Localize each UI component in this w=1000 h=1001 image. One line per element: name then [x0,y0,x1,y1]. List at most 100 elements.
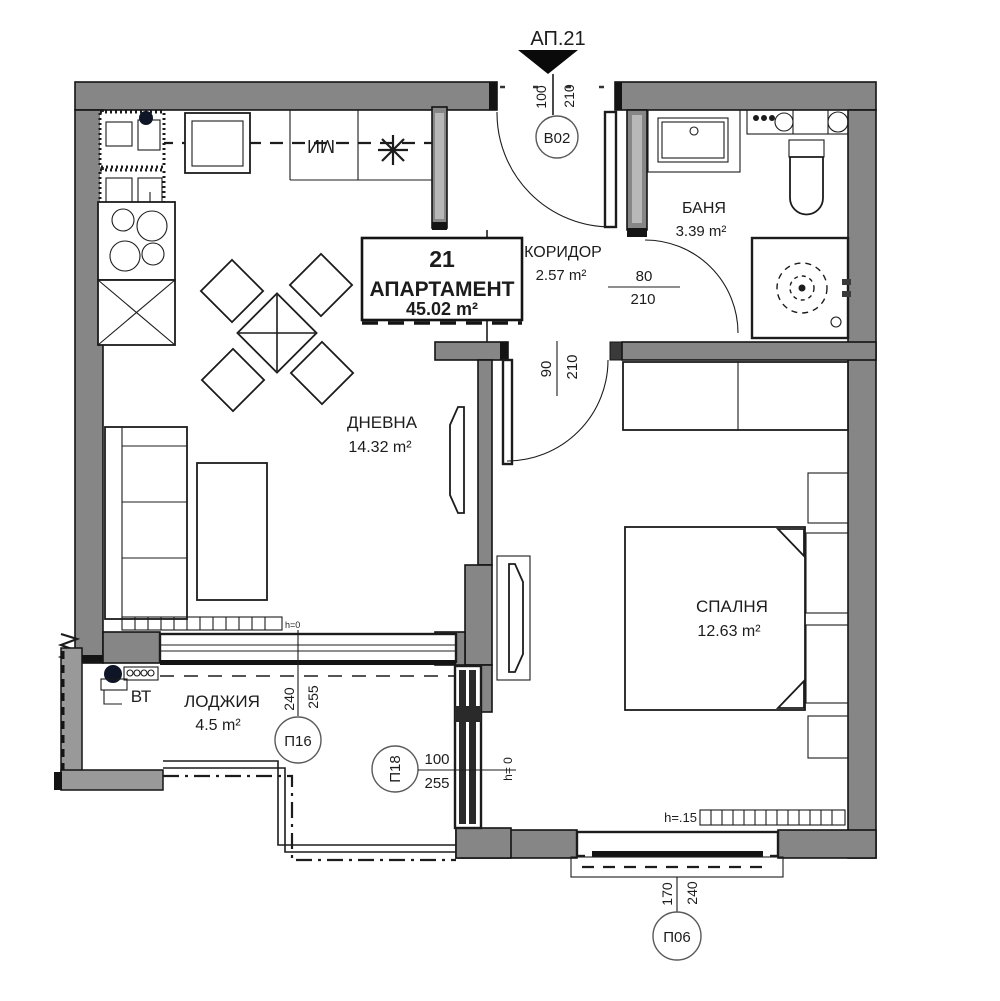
door-hinge-block [609,341,623,361]
bed-door-width: 90 [538,361,555,378]
apartment-pointer-label: АП.21 [530,28,585,50]
bathroom-fixtures [647,109,851,340]
p18-marker: П18 100 255 h= 0 [371,745,516,793]
radiator-bedroom: h=.15 [664,809,846,826]
sink-bowl [105,121,133,147]
burner-icon [136,210,168,242]
balcony-door-p18 [453,664,483,830]
kitchen-appliance-inner [191,120,244,167]
vent-label: ВТ [131,687,152,706]
dining-set [199,252,355,413]
cabinet-cross [97,279,176,346]
washer-drum-icon [827,111,849,133]
vanity-counter [647,109,741,173]
room-labels: КОРИДОР 2.57 m² БАНЯ 3.39 m² ДНЕВНА 14.3… [184,200,768,734]
vent-pipe-icon [104,665,122,683]
wall-cap [500,342,508,360]
chair [289,340,355,406]
shower-drain-icon [776,262,828,314]
room-name-bathroom: БАНЯ [682,200,726,217]
apartment-number: 21 [429,246,455,272]
kitchen: МИ [97,110,432,346]
room-area-corridor: 2.57 m² [536,267,587,284]
pillow [775,528,805,559]
cabinet [805,624,849,704]
tv-living [449,406,465,514]
wall [434,341,509,361]
entrance-ref-circle [535,115,579,159]
wall-cap [615,82,622,110]
entrance-height: 210 [561,84,577,108]
wall [614,81,877,111]
room-name-bedroom: СПАЛНЯ [696,597,768,616]
toilet [789,156,824,216]
window-notch [763,851,770,857]
pointer-arrow-icon [518,50,578,74]
p18-threshold-label: h= 0 [501,757,515,781]
wall-cap [75,655,103,663]
railing-line [163,767,456,853]
tv-cabinet [496,555,531,681]
wall [477,359,493,566]
toilet-tank [788,139,825,158]
chair [288,252,354,318]
loggia-parapet [54,632,456,862]
railing-dashed-line [163,774,456,862]
vent-grille [123,666,159,681]
wall-cap [432,222,447,230]
wall [74,81,498,111]
radiator-living: h=0 [121,616,300,631]
p16-height: 255 [305,685,321,709]
p06-height: 240 [684,881,700,905]
p06-window: 170 240 П06 [570,830,784,961]
wardrobe [622,361,849,431]
wall-core [435,113,444,219]
pillow [775,678,805,709]
room-name-loggia: ЛОДЖИЯ [184,692,260,711]
door-frame-block [455,706,481,722]
room-name-living: ДНЕВНА [347,413,418,432]
p06-width: 170 [659,882,675,906]
railing-line [163,760,456,846]
apartment-area: 45.02 m² [406,299,478,319]
drain-icon [689,126,699,136]
window-notch [585,851,592,857]
cabinet [805,532,849,614]
faucet-icon [139,111,153,125]
parapet-wall [60,769,164,791]
shower-control-icon [830,316,842,328]
p06-ref-circle [652,911,702,961]
bed-door-height: 210 [564,354,581,379]
p18-ref-label: П18 [387,755,404,782]
vent-group: ВТ [100,665,159,706]
dishwasher-label: МИ [307,136,335,156]
wall [464,564,493,666]
p16-ref-circle [274,716,322,764]
window-frame [158,632,458,664]
walls [74,81,877,859]
door-frame-rail [469,670,476,824]
room-area-bedroom: 12.63 m² [697,623,761,640]
door-frame [453,664,483,830]
living-furniture: h=0 [104,406,465,631]
room-area-bathroom: 3.39 m² [676,223,727,240]
entrance-width: 100 [533,85,549,109]
window-glass-line [585,851,770,857]
burner-icon [141,242,165,266]
p16-width: 240 [281,687,297,711]
entrance-ref-label: В02 [544,130,571,147]
washer-drum-icon [774,112,794,132]
p18-width: 100 [424,751,449,768]
sink [657,117,729,163]
parapet-end [54,772,62,790]
bath-door-height: 210 [630,291,655,308]
apartment-type: АПАРТАМЕНТ [369,278,514,301]
loggia-unit [158,632,458,677]
sink-inner [661,121,725,159]
door-dimensions: 80 210 90 210 [538,268,680,396]
bed [624,526,806,711]
room-area-loggia: 4.5 m² [195,717,241,734]
room-name-corridor: КОРИДОР [524,244,602,261]
